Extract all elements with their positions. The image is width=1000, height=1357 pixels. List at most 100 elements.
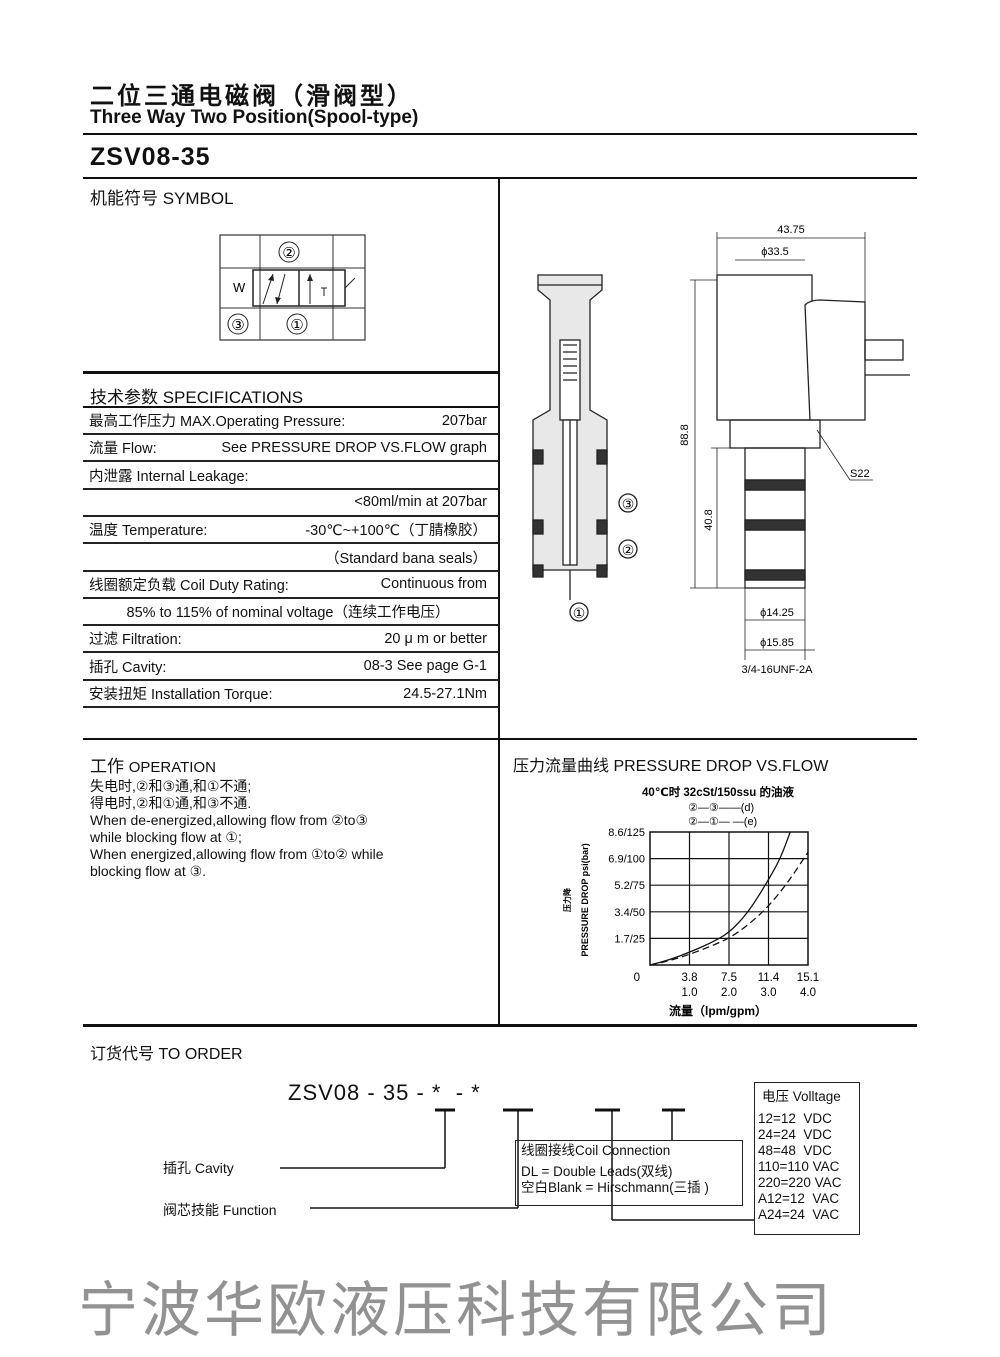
symbol-heading: 机能符号 SYMBOL [90, 189, 234, 208]
series-line-e [649, 851, 809, 966]
y-tick-label: 6.9/100 [608, 854, 645, 866]
voltage-option: 48=48 VDC [758, 1143, 832, 1158]
code-sep: - [455, 1080, 465, 1105]
dim-cartridge: 40.8 [703, 509, 715, 530]
voltage-option: A24=24 VAC [758, 1207, 840, 1222]
spec-value: 24.5-27.1Nm [403, 685, 487, 702]
column-divider [498, 178, 500, 1026]
operation-line: When energized,allowing flow from ①to② w… [90, 846, 384, 862]
specifications-heading: 技术参数 SPECIFICATIONS [90, 388, 304, 407]
dim-hex: S22 [850, 468, 870, 480]
operation-text: 失电时,②和③通,和①不通;得电时,②和①通,和③不通.When de-ener… [90, 778, 384, 880]
x-tick-lpm: 11.4 [758, 972, 780, 984]
spec-label: 内泄露 Internal Leakage: [89, 468, 249, 485]
spec-row: 内泄露 Internal Leakage: [83, 463, 499, 490]
cavity-label: 插孔 Cavity [163, 1160, 234, 1176]
divider [83, 406, 499, 408]
spec-label: 安装扭矩 Installation Torque: [89, 687, 273, 703]
x-tick-lpm: 3.8 [682, 972, 698, 984]
legend-d: ②—③——(d) [688, 802, 754, 814]
chart-title: 40℃时 32cSt/150ssu 的油液 [642, 785, 794, 799]
dim-diameter-2: ϕ15.85 [760, 637, 794, 649]
order-heading: 订货代号 TO ORDER [90, 1046, 243, 1063]
coil-connection-title: 线圈接线Coil Connection [521, 1143, 671, 1158]
divider [83, 177, 917, 179]
operation-line: 失电时,②和③通,和①不通; [90, 778, 252, 794]
operation-heading: 工作 OPERATION [90, 752, 216, 777]
valve-symbol: ② ③ ① W [219, 234, 366, 341]
spec-row: 插孔 Cavity: 08-3 See page G-1 [83, 654, 499, 681]
spec-value: Continuous from [380, 576, 487, 593]
port-label-1: ① [290, 317, 303, 334]
y-tick-label: 3.4/50 [614, 907, 645, 919]
title-en: Three Way Two Position(Spool-type) [90, 107, 419, 128]
x-tick-gpm: 1.0 [682, 987, 698, 999]
x-axis-label: 流量（lpm/gpm） [669, 1003, 767, 1018]
spec-label: 最高工作压力 MAX.Operating Pressure: [89, 414, 346, 430]
operation-line: When de-energized,allowing flow from ②to… [90, 812, 369, 828]
spec-value: See PRESSURE DROP VS.FLOW graph [221, 439, 487, 456]
spec-value: 207bar [441, 412, 487, 429]
coil-connection-box: 线圈接线Coil Connection DL = Double Leads(双线… [515, 1140, 743, 1206]
spec-row: <80ml/min at 207bar [83, 490, 499, 517]
code-sep: - [416, 1080, 425, 1105]
spec-row: 过滤 Filtration: 20 μ m or better [83, 626, 499, 654]
origin-label: 0 [634, 972, 640, 984]
code-part-function: 35 [382, 1080, 410, 1105]
divider [83, 1024, 917, 1027]
dim-thread: 3/4-16UNF-2A [742, 664, 814, 676]
x-tick-lpm: 7.5 [721, 972, 737, 984]
spec-row: （Standard bana seals） [83, 545, 499, 572]
operation-line: while blocking flow at ①; [90, 829, 242, 845]
voltage-option: 24=24 VDC [758, 1127, 832, 1142]
model-number: ZSV08-35 [90, 143, 211, 171]
voltage-option: A12=12 VAC [758, 1191, 840, 1206]
y-tick-label: 8.6/125 [608, 827, 645, 839]
y-axis-label: PRESSURE DROP psi(bar) [580, 843, 590, 956]
dim-coil-diameter: ϕ33.5 [761, 246, 789, 258]
spec-value: -30℃~+100℃（丁腈橡胶） [305, 523, 487, 540]
coil-option: 空白Blank = Hirschmann(三插 ) [521, 1180, 709, 1195]
spec-value: 08-3 See page G-1 [363, 658, 487, 675]
divider [83, 371, 499, 374]
x-tick-gpm: 3.0 [761, 987, 777, 999]
spec-row: 最高工作压力 MAX.Operating Pressure: 207bar [83, 408, 499, 435]
voltage-title: 电压 Volltage [762, 1089, 841, 1104]
spec-row: 安装扭矩 Installation Torque: 24.5-27.1Nm [83, 681, 499, 708]
legend-e: ②—①— —(e) [688, 816, 757, 828]
order-code: ZSV08 - 35 - * - * [288, 1080, 481, 1106]
port-label-3: ③ [622, 496, 635, 512]
spec-label: 插孔 Cavity: [89, 659, 167, 676]
spec-value: （Standard bana seals） [324, 550, 487, 567]
spec-label: 流量 Flow: [89, 441, 157, 458]
port-label-1: ① [573, 605, 586, 621]
operation-line: blocking flow at ③. [90, 863, 207, 879]
code-part-voltage: * [431, 1080, 442, 1105]
port-label-2: ② [282, 245, 295, 262]
spec-label: 线圈额定负载 Coil Duty Rating: [89, 577, 289, 594]
spring-label: W [233, 280, 246, 295]
port-label-2: ② [622, 542, 635, 558]
spec-row: 85% to 115% of nominal voltage（连续工作电压） [83, 599, 499, 627]
chart-heading: 压力流量曲线 PRESSURE DROP VS.FLOW [513, 758, 829, 775]
operation-line: 得电时,②和①通,和③不通. [90, 795, 252, 811]
valve-drawing: ③ ② ① 43.75 ϕ33.5 88.8 40.8 S22 ϕ14.25 ϕ… [532, 224, 910, 676]
spec-value: 20 μ m or better [384, 630, 487, 647]
x-tick-lpm: 15.1 [797, 972, 819, 984]
title-cn: 二位三通电磁阀（滑阀型） [90, 83, 414, 110]
spec-label: 过滤 Filtration: [89, 632, 182, 649]
code-part-model: ZSV08 [288, 1080, 361, 1105]
x-tick-gpm: 4.0 [800, 987, 816, 999]
spec-row: 温度 Temperature: -30℃~+100℃（丁腈橡胶） [83, 517, 499, 545]
port-label-3: ③ [231, 317, 244, 334]
dim-height: 88.8 [679, 424, 691, 445]
spec-label: 温度 Temperature: [89, 523, 208, 540]
function-label: 阀芯技能 Function [163, 1202, 277, 1218]
x-tick-gpm: 2.0 [721, 987, 737, 999]
spec-value: 85% to 115% of nominal voltage（连续工作电压） [126, 605, 450, 622]
spec-value: <80ml/min at 207bar [354, 494, 487, 511]
spec-row: 线圈额定负载 Coil Duty Rating: Continuous from [83, 572, 499, 599]
divider [83, 738, 917, 740]
voltage-option: 12=12 VDC [758, 1111, 832, 1126]
